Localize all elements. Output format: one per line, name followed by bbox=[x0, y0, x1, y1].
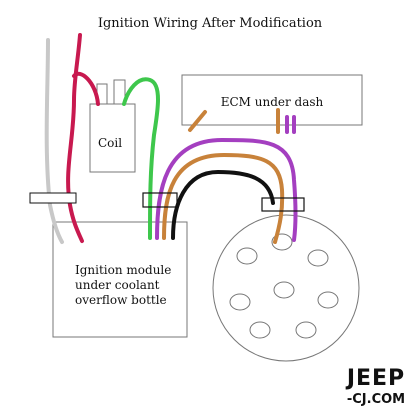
crimson-wire bbox=[66, 33, 84, 243]
logo-top: JEEP bbox=[345, 366, 405, 391]
coil-terminal-right bbox=[113, 79, 126, 105]
module-label-line3: overflow bottle bbox=[75, 293, 167, 307]
distributor-tower bbox=[317, 291, 339, 309]
coil-label: Coil bbox=[98, 136, 122, 150]
coil-box bbox=[89, 103, 136, 173]
ignition-module-box bbox=[52, 221, 188, 338]
left-connector bbox=[29, 192, 77, 204]
module-label-line1: Ignition module bbox=[75, 263, 171, 277]
ecm-label: ECM under dash bbox=[221, 95, 324, 109]
jeep-cj-logo: JEEP -CJ.COM bbox=[340, 356, 412, 408]
module-label-line2: under coolant bbox=[75, 278, 160, 292]
distributor-tower bbox=[229, 293, 251, 311]
crimson-coil-lead bbox=[72, 71, 100, 106]
distributor-tower bbox=[307, 249, 329, 267]
distributor-tower bbox=[236, 247, 258, 265]
black-wire bbox=[171, 170, 275, 240]
orange-ecm-lead bbox=[188, 110, 207, 132]
diagram-title: Ignition Wiring After Modification bbox=[98, 16, 323, 31]
module-connector bbox=[142, 192, 178, 208]
ecm-box bbox=[181, 74, 363, 126]
logo-bottom: -CJ.COM bbox=[347, 392, 405, 407]
purple-wire bbox=[155, 138, 298, 242]
distributor-towers bbox=[229, 233, 339, 339]
gray-wire bbox=[44, 38, 64, 244]
distributor-tower bbox=[295, 321, 317, 339]
distributor-connector bbox=[261, 197, 305, 212]
distributor-tower bbox=[273, 281, 295, 299]
distributor-tower bbox=[249, 321, 271, 339]
